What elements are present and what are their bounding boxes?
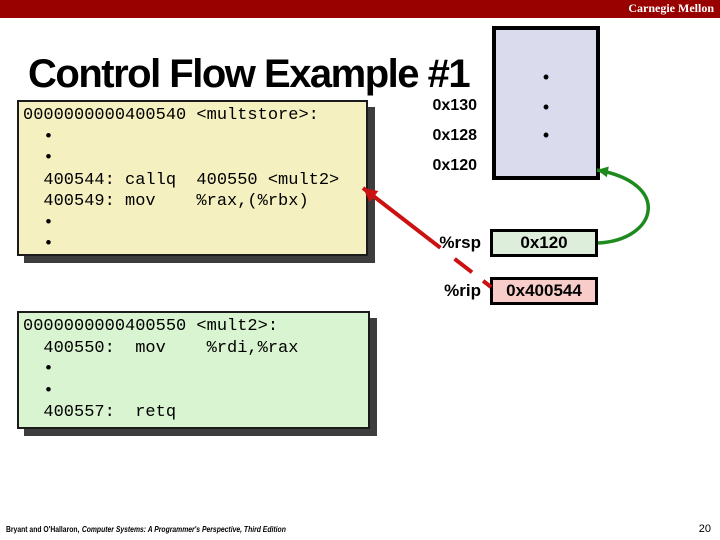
register-rip-value-box: 0x400544 <box>490 277 598 305</box>
multstore-code-box: 0000000000400540 <multstore>: • • 400544… <box>17 100 368 256</box>
carnegie-mellon-banner: Carnegie Mellon <box>0 0 720 18</box>
stack-address-label-0x120: 0x120 <box>432 157 478 174</box>
multstore-code: 0000000000400540 <multstore>: • • 400544… <box>23 106 340 254</box>
footer-authors: Bryant and O'Hallaron, <box>6 524 80 534</box>
footer-page-number: 20 <box>698 523 711 535</box>
rsp-to-stack-arrow <box>596 166 650 245</box>
register-rip-label: %rip <box>444 281 481 300</box>
stack-ellipsis-dot: • <box>542 97 550 117</box>
register-rsp-value-box: 0x120 <box>490 229 598 257</box>
stack-box: • • • <box>492 26 600 180</box>
slide-title: Control Flow Example #1 <box>28 52 471 96</box>
register-rip-value: 0x400544 <box>506 281 582 300</box>
stack-ellipsis-dot: • <box>542 125 550 145</box>
mult2-code: 0000000000400550 <mult2>: 400550: mov %r… <box>23 317 299 422</box>
mult2-code-box: 0000000000400550 <mult2>: 400550: mov %r… <box>17 311 370 429</box>
footer-attribution: Bryant and O'Hallaron,Computer Systems: … <box>6 524 286 534</box>
stack-ellipsis-dot: • <box>542 67 550 87</box>
footer-book-title: Computer Systems: A Programmer's Perspec… <box>81 524 286 534</box>
banner-text: Carnegie Mellon <box>628 1 714 15</box>
register-rsp-label: %rsp <box>439 233 481 252</box>
stack-address-label-0x130: 0x130 <box>432 97 478 114</box>
stack-address-label-0x128: 0x128 <box>432 127 478 144</box>
register-rsp-value: 0x120 <box>520 233 568 252</box>
